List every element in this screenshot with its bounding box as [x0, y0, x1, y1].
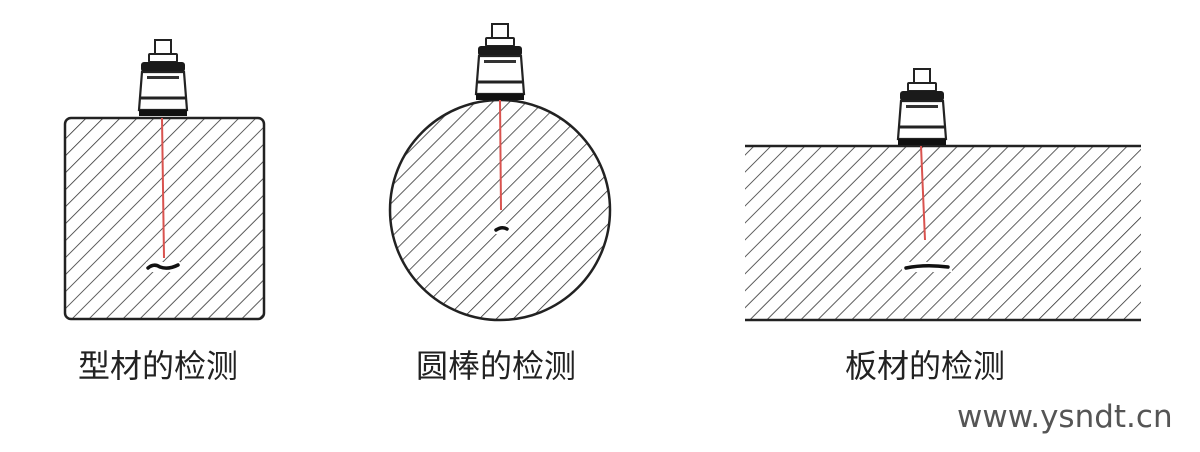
plate-section [745, 144, 1141, 322]
ultrasonic-probe-icon [474, 23, 526, 100]
defect-mark [494, 225, 509, 232]
watermark-url: www.ysndt.cn [957, 399, 1173, 435]
round-bar-caption: 圆棒的检测 [416, 347, 577, 385]
sound-beam [499, 100, 502, 211]
plate-caption: 板材的检测 [845, 347, 1006, 385]
sound-beam [920, 146, 926, 241]
defect-mark [146, 263, 180, 270]
ultrasonic-probe-icon [896, 68, 948, 145]
sound-beam [161, 118, 165, 259]
ultrasonic-probe-icon [137, 39, 189, 116]
profile-caption: 型材的检测 [78, 347, 239, 385]
round-bar-section [388, 98, 612, 322]
defect-mark [904, 263, 950, 270]
profile-section [63, 116, 266, 321]
